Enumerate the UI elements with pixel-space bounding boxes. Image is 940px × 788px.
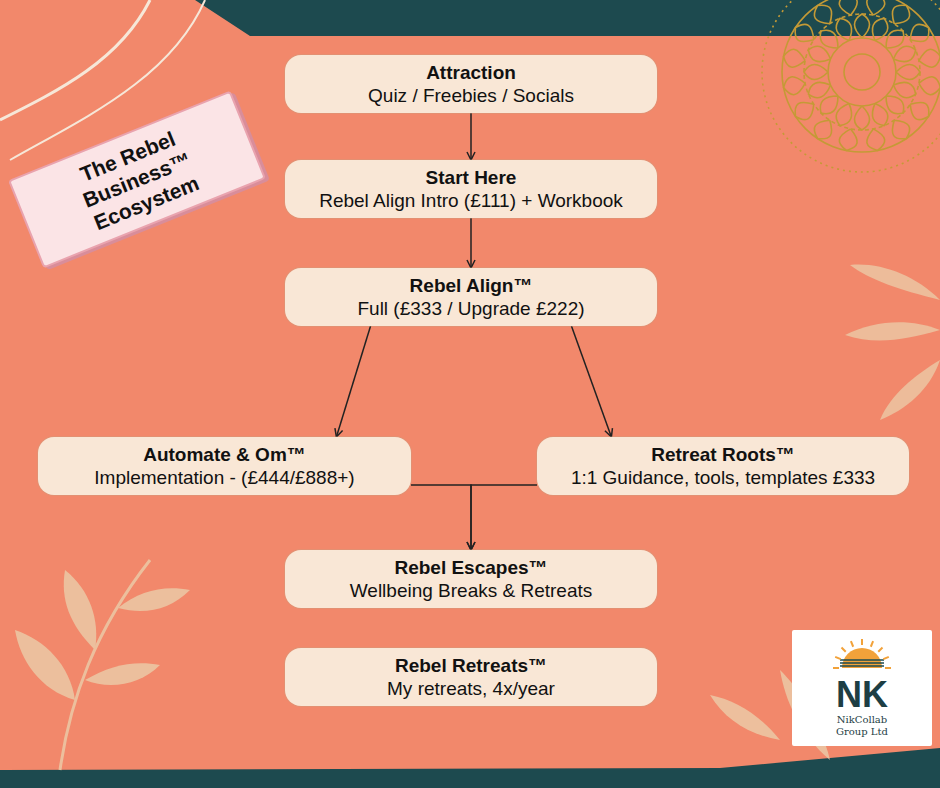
process-box: AttractionQuiz / Freebies / Socials — [285, 55, 657, 113]
box-heading: Attraction — [426, 61, 516, 84]
sun-ray — [841, 647, 845, 651]
sun-ray — [883, 657, 889, 659]
mandala-petal — [804, 65, 828, 80]
process-box: Automate & Om™Implementation - (£444/£88… — [38, 437, 411, 495]
mandala-ring — [844, 54, 880, 90]
box-body: NikCollab Group Ltd — [827, 714, 897, 738]
coral-ground — [0, 0, 940, 770]
box-heading: Rebel Align™ — [410, 274, 533, 297]
sun-ray — [835, 657, 841, 659]
box-heading: Automate & Om™ — [143, 443, 306, 466]
sun-stripe — [840, 659, 884, 660]
mandala-petal — [782, 74, 807, 96]
flow-arrow — [470, 113, 472, 160]
mandala-petal — [833, 16, 856, 44]
box-body: Wellbeing Breaks & Retreats — [350, 579, 593, 602]
mandala-petal — [887, 115, 914, 143]
mandala-petal — [917, 48, 940, 70]
process-box: Start HereRebel Align Intro (£111) + Wor… — [285, 160, 657, 218]
box-body: Full (£333 / Upgrade £222) — [357, 297, 584, 320]
box-heading: Retreat Roots™ — [651, 443, 795, 466]
sun-ray — [885, 667, 891, 669]
mandala-petal — [838, 0, 860, 17]
mandala — [762, 0, 940, 172]
mandala-petal — [782, 48, 807, 70]
mandala-petal — [806, 78, 834, 101]
sun-stripe — [840, 665, 884, 666]
process-box: Retreat Roots™1:1 Guidance, tools, templ… — [537, 437, 909, 495]
mandala-petal — [855, 14, 870, 38]
sun-stripe — [840, 662, 884, 663]
logo-box: NKNikCollab Group Ltd — [792, 630, 932, 746]
mandala-petal — [790, 20, 818, 47]
flow-arrow — [411, 485, 471, 550]
mandala-ring — [804, 14, 920, 130]
box-body: Implementation - (£444/£888+) — [94, 466, 354, 489]
flow-arrow — [470, 218, 472, 268]
mandala-petal — [881, 91, 909, 119]
leaf — [845, 322, 940, 340]
box-body: 1:1 Guidance, tools, templates £333 — [571, 466, 875, 489]
mandala-petal — [864, 0, 886, 17]
box-body: My retreats, 4x/year — [387, 677, 555, 700]
leaf-sprig — [15, 560, 190, 770]
mandala-petal — [855, 106, 870, 130]
leaf — [710, 695, 780, 740]
leaf — [85, 663, 160, 685]
leaf — [118, 588, 190, 611]
process-box: Rebel Escapes™Wellbeing Breaks & Retreat… — [285, 550, 657, 608]
sun-ray — [871, 641, 873, 647]
mandala-ring — [782, 0, 940, 152]
flow-arrow — [471, 485, 537, 550]
mandala-petal — [887, 0, 914, 28]
sun-ray — [878, 647, 882, 651]
box-heading: NK — [836, 676, 888, 714]
mandala-petal — [810, 115, 837, 143]
process-box: Rebel Retreats™My retreats, 4x/year — [285, 648, 657, 706]
mandala-petal — [790, 97, 818, 124]
sun-ray — [861, 639, 863, 645]
leaf-sprig — [845, 265, 940, 420]
sun-ray — [833, 667, 839, 669]
mandala-petal — [896, 65, 920, 80]
sun-disc — [842, 648, 882, 668]
leaf — [15, 630, 75, 700]
mandala-ring — [828, 38, 896, 106]
leaf — [850, 265, 940, 300]
mandala-ring — [762, 0, 940, 172]
mandala-petal — [838, 127, 860, 152]
mandala-petal — [891, 43, 919, 66]
white-swirl — [0, 0, 150, 120]
mandala-petal — [816, 26, 844, 54]
sun-ray — [851, 641, 853, 647]
mandala-petal — [868, 101, 891, 129]
mandala-petal — [816, 91, 844, 119]
mandala-petal — [905, 97, 933, 124]
mandala-petal — [810, 0, 837, 28]
mandala-petal — [917, 74, 940, 96]
process-box: Rebel Align™Full (£333 / Upgrade £222) — [285, 268, 657, 326]
title-tag: The Rebel Business™ Ecosystem — [8, 91, 266, 269]
mandala-petal — [905, 20, 933, 47]
leaf — [880, 360, 940, 420]
mandala-petal — [864, 127, 886, 152]
box-heading: Rebel Retreats™ — [395, 654, 547, 677]
box-body: Rebel Align Intro (£111) + Workbook — [319, 189, 623, 212]
flow-arrow — [571, 326, 611, 437]
box-heading: Start Here — [426, 166, 517, 189]
flow-arrow — [336, 326, 370, 437]
leaf — [64, 570, 97, 650]
sun-icon — [832, 638, 892, 674]
mandala-petal — [881, 26, 909, 54]
box-heading: Rebel Escapes™ — [394, 556, 547, 579]
box-body: Quiz / Freebies / Socials — [368, 84, 574, 107]
